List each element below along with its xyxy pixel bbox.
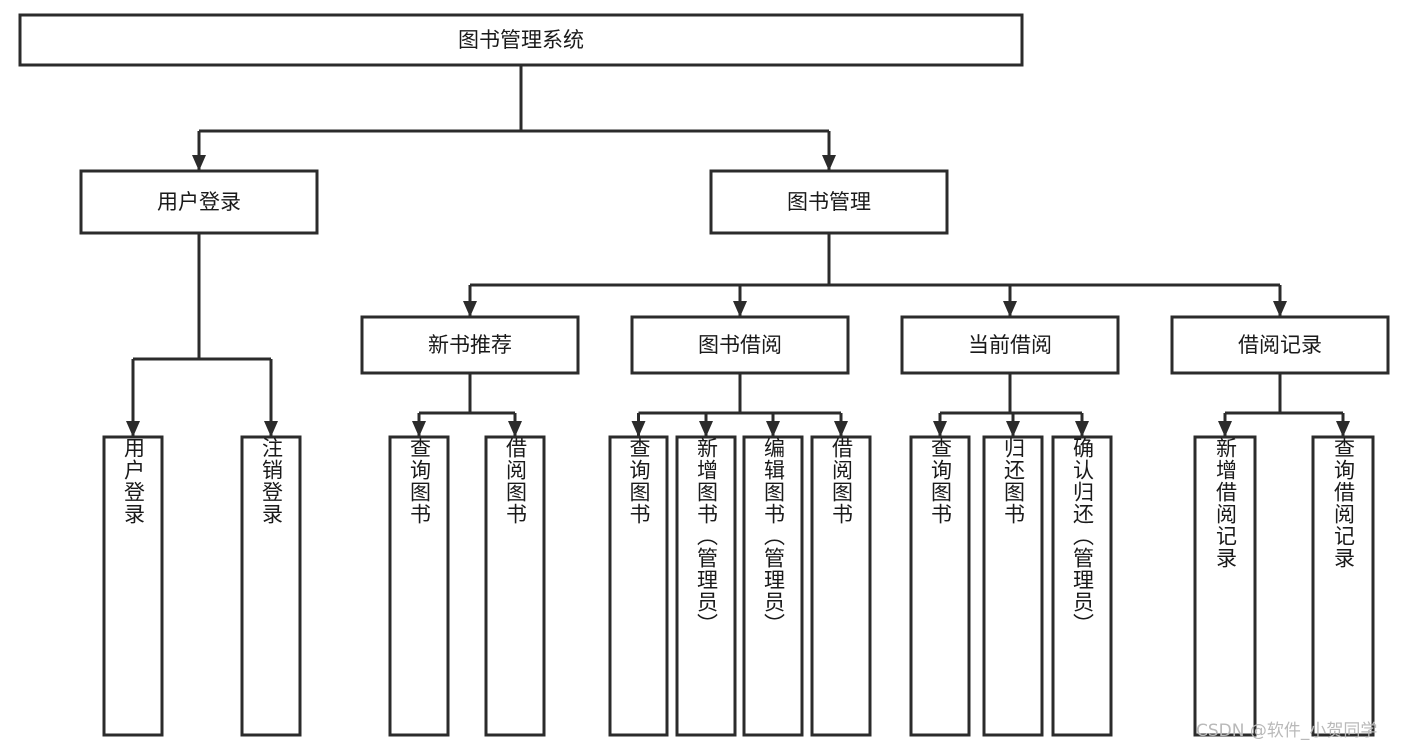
node-新书推荐-label: 新书推荐: [428, 333, 512, 357]
watermark-credit: CSDN @软件_小贺同学: [1196, 721, 1378, 741]
node-借阅图书-box[interactable]: [810, 435, 872, 737]
node-查询图书-box[interactable]: [388, 435, 450, 737]
connector-layer: [126, 65, 1350, 437]
node-确认归还管理员-box[interactable]: [1051, 435, 1113, 737]
arrow-head-icon: [1336, 421, 1350, 437]
arrow-head-icon: [933, 421, 947, 437]
arrow-head-icon: [733, 301, 747, 317]
arrow-head-icon: [822, 155, 836, 171]
node-归还图书-box[interactable]: [982, 435, 1044, 737]
node-编辑图书管理员-box[interactable]: [742, 435, 804, 737]
node-查询借阅记录-box[interactable]: [1311, 435, 1375, 737]
node-新增借阅记录-box[interactable]: [1193, 435, 1257, 737]
node-用户登录-box[interactable]: [102, 435, 164, 737]
arrow-head-icon: [126, 421, 140, 437]
arrow-head-icon: [699, 421, 713, 437]
arrow-head-icon: [631, 421, 646, 437]
arrow-head-icon: [463, 301, 477, 317]
node-图书管理-label: 图书管理: [787, 190, 871, 214]
arrow-head-icon: [1006, 421, 1020, 437]
arrow-head-icon: [412, 421, 426, 437]
node-图书管理-box[interactable]: [709, 169, 949, 235]
node-新增图书管理员-box[interactable]: [675, 435, 737, 737]
arrow-head-icon: [264, 421, 278, 437]
node-图书借阅-box[interactable]: [630, 315, 850, 375]
node-借阅记录-box[interactable]: [1170, 315, 1390, 375]
node-用户登录-label: 用户登录: [157, 190, 241, 214]
arrow-head-icon: [834, 421, 848, 437]
node-图书管理系统-label: 图书管理系统: [458, 28, 584, 52]
arrow-head-icon: [1075, 421, 1089, 437]
arrow-head-icon: [1003, 301, 1017, 317]
node-图书借阅-label: 图书借阅: [698, 333, 782, 357]
arrow-head-icon: [508, 421, 522, 437]
arrow-head-icon: [766, 421, 780, 437]
node-box-layer: [18, 13, 1390, 737]
node-图书管理系统-box[interactable]: [18, 13, 1024, 67]
node-借阅记录-label: 借阅记录: [1238, 333, 1322, 357]
node-当前借阅-label: 当前借阅: [968, 333, 1052, 357]
arrow-head-icon: [1273, 301, 1287, 317]
node-新书推荐-box[interactable]: [360, 315, 580, 375]
node-用户登录-box[interactable]: [79, 169, 319, 235]
node-借阅图书-box[interactable]: [484, 435, 546, 737]
node-查询图书-box[interactable]: [608, 435, 669, 737]
node-注销登录-box[interactable]: [240, 435, 302, 737]
arrow-head-icon: [1218, 421, 1232, 437]
node-查询图书-box[interactable]: [909, 435, 971, 737]
node-当前借阅-box[interactable]: [900, 315, 1120, 375]
arrow-head-icon: [192, 155, 206, 171]
